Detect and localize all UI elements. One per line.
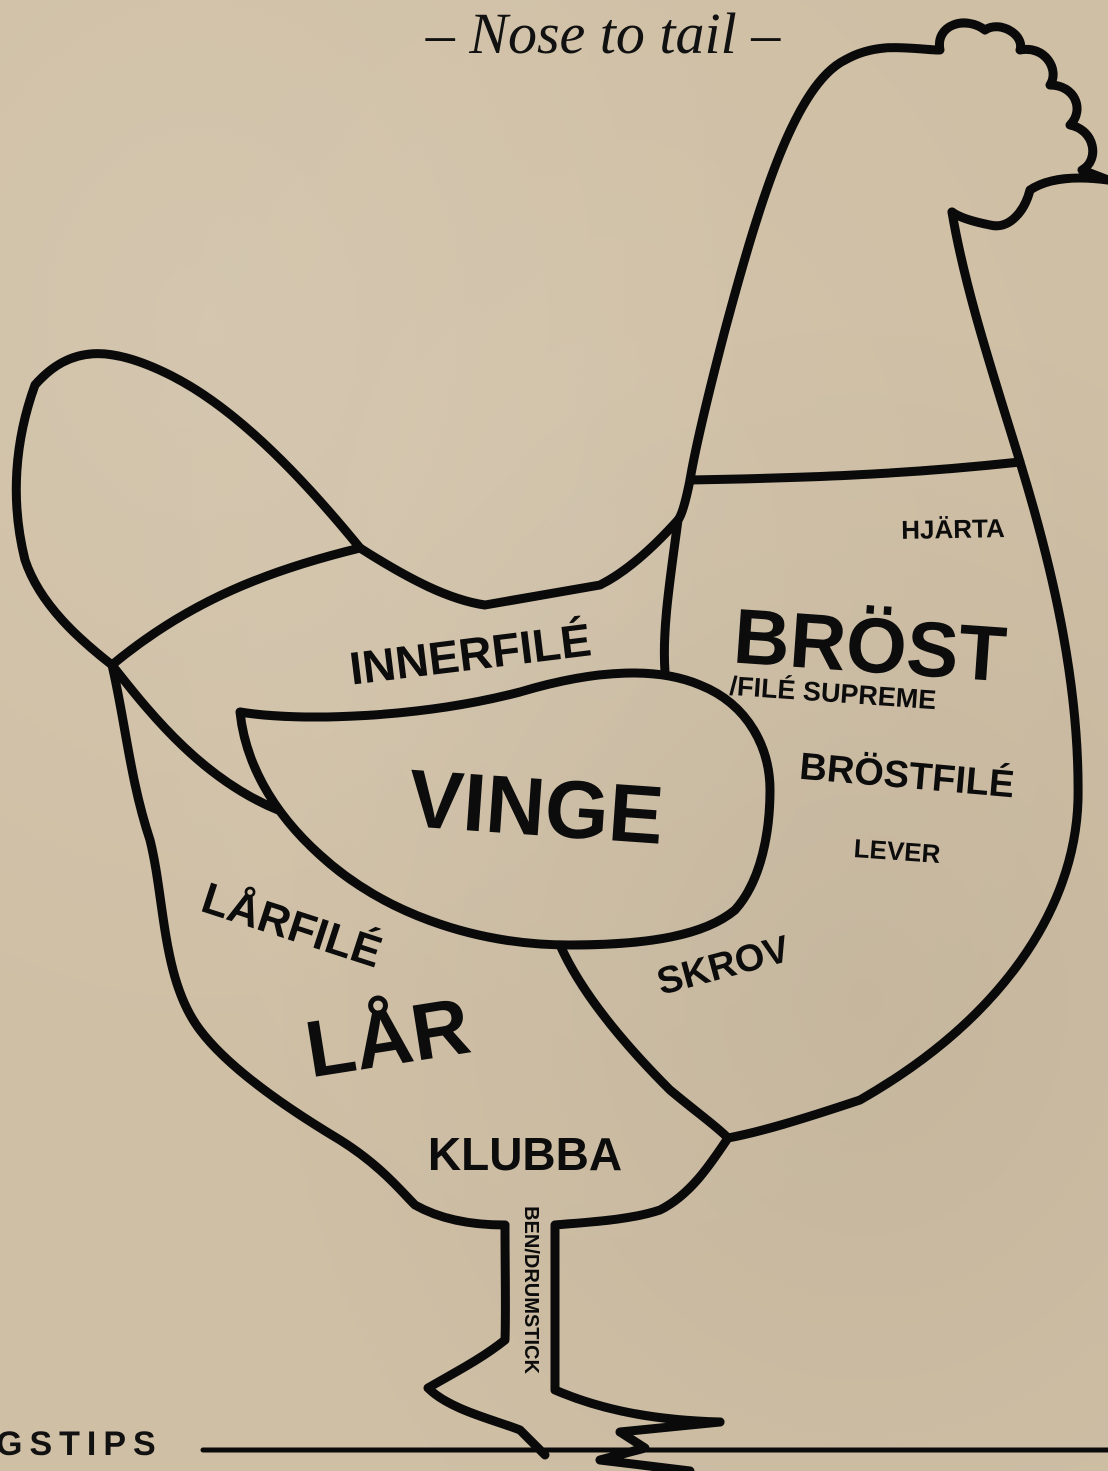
chicken-tail <box>16 354 360 665</box>
footer-section-label: GSTIPS <box>0 1424 163 1464</box>
label-lar: LÅR <box>299 981 475 1095</box>
chicken-neck-back <box>678 60 845 520</box>
label-klubba: KLUBBA <box>428 1128 622 1180</box>
tail-lower-line <box>112 548 360 665</box>
chicken-foot <box>600 1422 720 1471</box>
label-hjarta: HJÄRTA <box>901 513 1005 545</box>
chicken-beak <box>952 178 1108 226</box>
chicken-comb <box>845 23 1108 180</box>
back-line <box>360 520 678 605</box>
label-brostfile: BRÖSTFILÉ <box>798 744 1016 807</box>
breast-top-line <box>690 462 1020 480</box>
leg-front <box>555 1138 728 1422</box>
label-lever: LEVER <box>853 833 942 869</box>
breast-divider <box>664 520 678 672</box>
label-ben-drumstick: BEN/DRUMSTICK <box>520 1206 542 1374</box>
label-vinge: VINGE <box>406 753 667 862</box>
